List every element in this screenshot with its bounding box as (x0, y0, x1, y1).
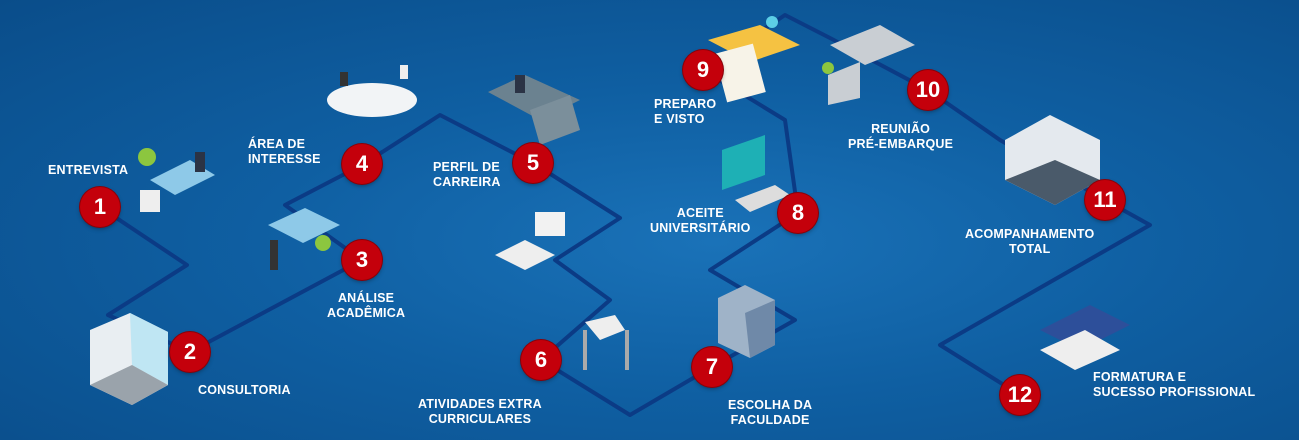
label-line: ENTREVISTA (48, 163, 129, 177)
label-line: ACOMPANHAMENTO (965, 227, 1095, 241)
sofa-meeting-icon (488, 75, 580, 145)
step-badge-10: 10 (908, 70, 948, 110)
lounge-icon (822, 25, 915, 105)
building-icon (718, 285, 775, 358)
label-line: TOTAL (1008, 242, 1051, 256)
label-line: ACADÊMICA (327, 306, 406, 320)
label-line: UNIVERSITÁRIO (650, 221, 751, 235)
label-line: E VISTO (654, 112, 705, 126)
step-badge-3: 3 (342, 240, 382, 280)
activities-icon (495, 212, 629, 370)
step-badge-2: 2 (170, 332, 210, 372)
academic-meeting-icon (268, 208, 340, 270)
label-line: CONSULTORIA (198, 383, 291, 397)
label-line: CURRICULARES (428, 412, 532, 426)
computer-icon (722, 135, 790, 212)
step-badge-6: 6 (521, 340, 561, 380)
label-line: FORMATURA E (1093, 370, 1187, 384)
label-line: ACEITE (676, 206, 724, 220)
label-line: ESCOLHA DA (728, 398, 813, 412)
label-line: PERFIL DE (433, 160, 500, 174)
label-line: ANÁLISE (337, 291, 395, 305)
step-badge-1: 1 (80, 187, 120, 227)
step-badge-12: 12 (1000, 375, 1040, 415)
step-label-2: CONSULTORIA (198, 383, 291, 398)
label-line: ÁREA DE (248, 137, 306, 151)
conference-table-icon (327, 65, 417, 117)
graduation-icon (1040, 305, 1130, 370)
label-line: SUCESSO PROFISSIONAL (1093, 385, 1256, 399)
step-badge-5: 5 (513, 143, 553, 183)
label-line: PREPARO (654, 97, 717, 111)
interview-table-icon (138, 148, 215, 212)
step-badge-8: 8 (778, 193, 818, 233)
label-line: REUNIÃO (871, 122, 931, 136)
label-line: FACULDADE (730, 413, 810, 427)
label-line: CARREIRA (433, 175, 501, 189)
step-label-1: ENTREVISTA (48, 163, 128, 178)
step-badge-11: 11 (1085, 180, 1125, 220)
label-line: PRÉ-EMBARQUE (848, 137, 954, 151)
consulting-room-icon (90, 313, 168, 405)
step-badge-7: 7 (692, 347, 732, 387)
label-line: INTERESSE (248, 152, 321, 166)
step-badge-4: 4 (342, 144, 382, 184)
step-badge-9: 9 (683, 50, 723, 90)
documents-icon (708, 16, 800, 103)
label-line: ATIVIDADES EXTRA (418, 397, 542, 411)
classroom-icon (1005, 115, 1100, 205)
